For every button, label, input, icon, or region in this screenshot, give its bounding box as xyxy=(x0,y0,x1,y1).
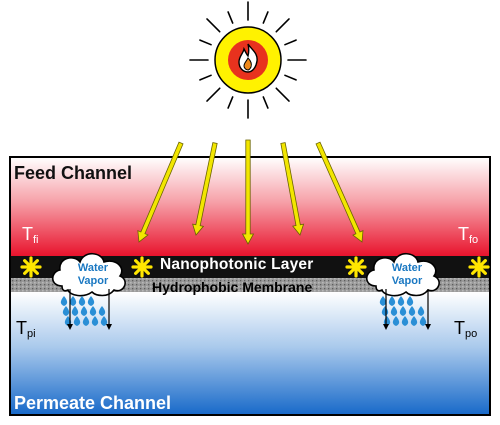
droplet-icon xyxy=(419,316,427,326)
droplet-icon xyxy=(78,296,86,306)
hydrophobic-membrane-label: Hydrophobic Membrane xyxy=(152,279,313,295)
droplet-icon xyxy=(69,296,77,306)
temp-feed-out: Tfo xyxy=(458,224,479,246)
droplet-icon xyxy=(390,306,398,316)
flux-arrow xyxy=(106,289,112,330)
droplet-icon xyxy=(417,306,425,316)
droplet-icon xyxy=(408,306,416,316)
vapor-flux-arrows xyxy=(67,289,431,330)
condensate-droplets-left xyxy=(60,296,108,326)
temp-permeate-in: Tpi xyxy=(16,318,36,340)
temp-permeate-out: Tpo xyxy=(454,318,478,340)
water-vapor-label-right: Water Vapor xyxy=(391,262,423,287)
droplet-icon xyxy=(89,306,97,316)
water-vapor-label-left: Water Vapor xyxy=(77,262,109,287)
droplet-icon xyxy=(80,306,88,316)
asterisk-icon xyxy=(20,256,42,278)
droplet-icon xyxy=(82,316,90,326)
flux-arrow xyxy=(383,289,389,330)
droplet-icon xyxy=(98,306,106,316)
droplet-icon xyxy=(71,306,79,316)
droplet-icon xyxy=(100,316,108,326)
droplet-icon xyxy=(379,296,387,306)
asterisk-icon xyxy=(345,256,367,278)
permeate-channel-label: Permeate Channel xyxy=(14,393,172,413)
feed-channel-label: Feed Channel xyxy=(14,163,133,183)
droplet-icon xyxy=(406,296,414,306)
flux-arrow xyxy=(67,289,73,330)
light-rays xyxy=(137,139,364,245)
droplet-icon xyxy=(401,316,409,326)
flux-arrow xyxy=(425,289,431,330)
sun-icon xyxy=(189,1,307,119)
droplet-icon xyxy=(62,306,70,316)
droplet-icon xyxy=(410,316,418,326)
vapor-cloud-left xyxy=(51,252,126,297)
asterisk-icon xyxy=(131,256,153,278)
nanophotonic-layer-label: Nanophotonic Layer xyxy=(160,256,314,273)
droplet-icon xyxy=(87,296,95,306)
flame-icon xyxy=(238,43,258,73)
droplet-icon xyxy=(397,296,405,306)
droplet-icon xyxy=(392,316,400,326)
droplet-icon xyxy=(91,316,99,326)
asterisk-icon xyxy=(468,256,490,278)
condensate-droplets-right xyxy=(379,296,427,326)
droplet-icon xyxy=(73,316,81,326)
droplet-icon xyxy=(60,296,68,306)
temp-feed-in: Tfi xyxy=(22,224,39,246)
droplet-icon xyxy=(388,296,396,306)
droplet-icon xyxy=(399,306,407,316)
